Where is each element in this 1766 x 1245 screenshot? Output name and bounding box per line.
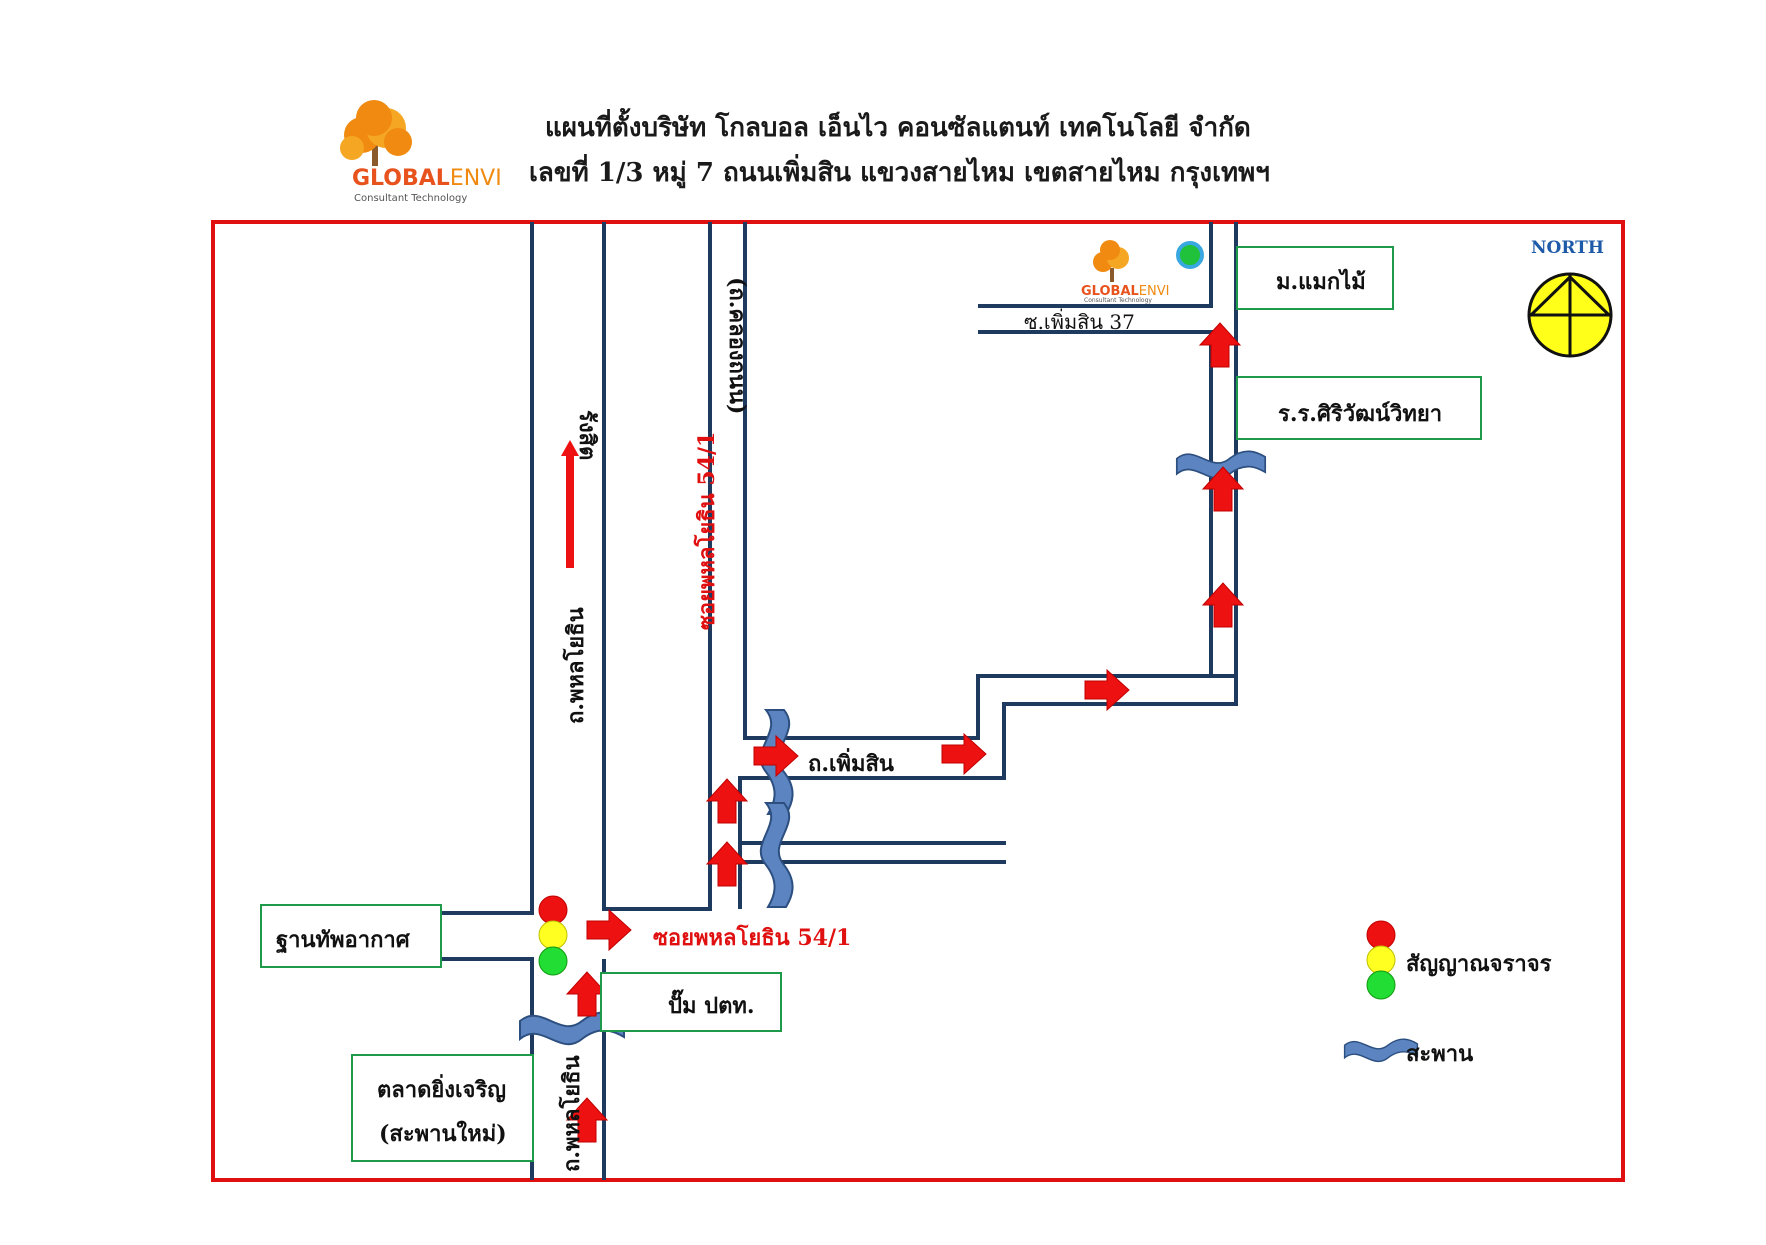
market-label-line2: (สะพานใหม่): [379, 1121, 507, 1147]
air-force-base-label: ฐานทัพอากาศ: [276, 927, 410, 953]
school-box: ร.ร.ศิริวัฒน์วิทยา: [1236, 376, 1482, 440]
soi-vertical-label: ซอยพหลโยธิน 54/1: [693, 432, 720, 630]
title-line-2: เลขที่ 1/3 หมู่ 7 ถนนเพิ่มสิน แขวงสายไหม…: [529, 158, 1270, 188]
map-frame: [211, 220, 1625, 1182]
legend-bridge-label: สะพาน: [1406, 1041, 1474, 1067]
bridge-lower-soi: [759, 802, 794, 908]
village-box: ม.แมกไม้: [1236, 246, 1394, 310]
header-logo-tagline: Consultant Technology: [354, 193, 468, 204]
market-box: ตลาดยิ่งเจริญ (สะพานใหม่): [351, 1054, 534, 1162]
office-dot: [1176, 241, 1204, 269]
phoemsin37-south-edge: [978, 330, 1213, 410]
phahonyothin-lower-label: ถ.พหลโยธิน: [558, 1055, 585, 1172]
ptt-box: ปั๊ม ปตท.: [600, 972, 782, 1032]
legend-traffic-light-label: สัญญาณจราจร: [1406, 951, 1552, 977]
ptt-label: ปั๊ม ปตท.: [668, 993, 755, 1019]
village-label: ม.แมกไม้: [1276, 269, 1366, 295]
logo-brand-global: GLOBAL: [352, 166, 450, 191]
office-logo-tagline: Consultant Technology: [1084, 297, 1152, 304]
phoemsin-north-edge: [743, 222, 1238, 740]
logo-brand-envi: ENVI: [449, 166, 502, 191]
phoemsin-south-edge: [738, 222, 1238, 909]
office-logo-brand-envi: ENVI: [1138, 284, 1170, 299]
office-logo-tree-icon: [1093, 240, 1129, 282]
market-label-line1: ตลาดยิ่งเจริญ: [377, 1077, 507, 1103]
school-label: ร.ร.ศิริวัฒน์วิทยา: [1278, 401, 1443, 427]
traffic-light-legend-icon: [1366, 920, 1396, 1000]
phoemsin-road-label: ถ.เพิ่มสิน: [808, 751, 894, 777]
rangsit-label: รังสิต: [574, 410, 600, 460]
compass-label: NORTH: [1531, 238, 1604, 258]
phahonyothin-road-label: ถ.พหลโยธิน: [562, 607, 589, 724]
office-logo-brand-global: GLOBAL: [1081, 284, 1139, 299]
office-logo: GLOBALENVI: [1081, 280, 1169, 299]
air-force-base-box: ฐานทัพอากาศ: [260, 904, 442, 968]
header-logo: GLOBALENVI: [352, 166, 502, 191]
route-arrow-3: [586, 909, 632, 951]
phahonyothin-west-edge-upper: [438, 222, 534, 915]
phahonyothin-east-edge: [602, 222, 712, 911]
traffic-light-map: [538, 895, 568, 976]
title-line-1: แผนที่ตั้งบริษัท โกลบอล เอ็นไว คอนซัลแตน…: [545, 113, 1251, 143]
soi-horizontal-label: ซอยพหลโยธิน 54/1: [653, 925, 852, 951]
header-logo-tree-icon: [340, 100, 412, 166]
rangsit-arrow-head: [561, 440, 579, 456]
route-arrow-6: [753, 735, 799, 777]
north-compass-icon: [1527, 272, 1613, 358]
phoemsin37-label: ซ.เพิ่มสิน 37: [1024, 310, 1135, 334]
khlong-thanon-label: (ถ.คลองถนน): [724, 277, 750, 414]
phoemsin37-north-edge: [978, 222, 1213, 308]
